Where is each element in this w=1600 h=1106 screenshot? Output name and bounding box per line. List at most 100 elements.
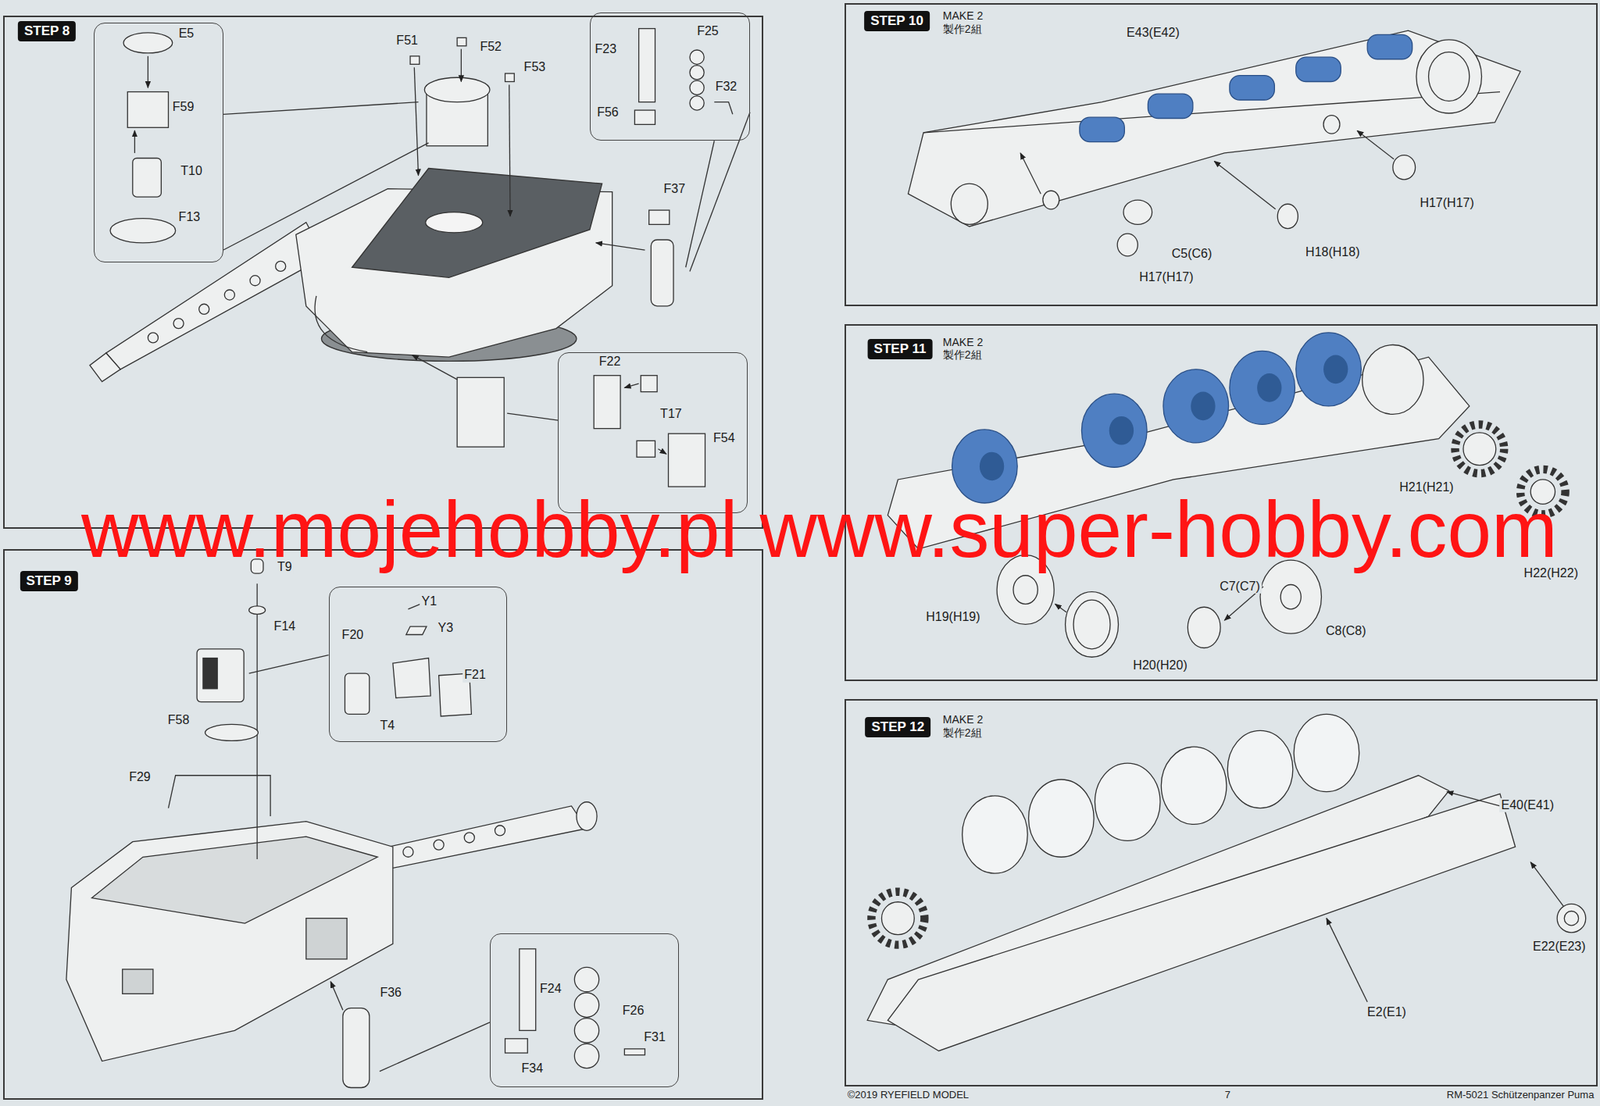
part-number: F54 xyxy=(711,431,737,446)
part-number: F52 xyxy=(478,39,504,54)
part-number: E5 xyxy=(177,25,197,40)
hull-illustration xyxy=(196,649,244,703)
wheel-illustration xyxy=(1163,369,1229,443)
part-number: H17(H17) xyxy=(1417,196,1475,211)
track-frame-illustration xyxy=(887,793,1515,1051)
turret-illustration xyxy=(593,375,621,429)
suspension-illustration xyxy=(950,183,988,225)
turret-illustration xyxy=(173,318,184,329)
part-number: F59 xyxy=(171,99,197,114)
wheel-illustration xyxy=(1362,345,1424,415)
wheel-illustration xyxy=(1055,603,1067,612)
step-panel: STEP 8E5F59T10F13F23F25F32F56F22T17F54 xyxy=(3,15,764,529)
part-number: F21 xyxy=(462,667,488,683)
part-number: Y1 xyxy=(420,594,440,609)
step-badge: STEP 9 xyxy=(20,571,79,592)
footer-text: 7 xyxy=(1225,1089,1231,1101)
step-badge: STEP 11 xyxy=(867,339,933,360)
wheel-illustration xyxy=(1190,392,1215,422)
turret-illustration xyxy=(507,413,558,421)
turret-illustration xyxy=(224,289,235,300)
suspension-illustration xyxy=(907,30,1521,257)
turret-illustration xyxy=(714,102,733,115)
wheel-illustration xyxy=(1065,592,1119,658)
hull-illustration xyxy=(249,655,329,675)
turret-illustration xyxy=(89,353,121,383)
wheel-illustration xyxy=(1280,584,1301,609)
hull-illustration xyxy=(392,658,431,699)
track-frame-illustration xyxy=(1227,730,1293,808)
turret-illustration xyxy=(457,37,467,46)
suspension-illustration xyxy=(1042,190,1060,210)
part-number: E43(E42) xyxy=(1125,25,1182,40)
suspension-illustration xyxy=(1079,34,1413,142)
hull-illustration xyxy=(168,775,272,817)
wheel-illustration xyxy=(1109,416,1134,446)
track-frame-illustration xyxy=(962,796,1029,874)
wheel-illustration xyxy=(1013,575,1038,605)
suspension-illustration xyxy=(1323,115,1340,135)
wheel-illustration xyxy=(1323,355,1348,385)
part-number: F26 xyxy=(621,1003,647,1018)
hull-illustration xyxy=(249,606,266,615)
wheel-illustration xyxy=(979,355,1349,482)
suspension-illustration xyxy=(907,30,1521,227)
part-number: F13 xyxy=(177,209,203,224)
part-number: H19(H19) xyxy=(924,610,982,625)
part-number: F53 xyxy=(522,60,548,75)
wheel-illustration xyxy=(1463,432,1497,466)
hull-illustration xyxy=(306,918,347,960)
turret-illustration xyxy=(414,67,418,175)
wheel-illustration xyxy=(952,332,1362,504)
hull-illustration xyxy=(494,825,505,836)
turret-illustration xyxy=(509,84,511,217)
hull-illustration xyxy=(379,1022,490,1072)
track-frame-illustration xyxy=(1446,792,1500,807)
detail-inset: F23F25F32F56 xyxy=(589,12,750,142)
turret-illustration xyxy=(649,210,670,225)
turret-illustration xyxy=(147,332,158,343)
suspension-illustration xyxy=(1214,160,1275,209)
turret-illustration xyxy=(457,377,504,447)
wheel-illustration xyxy=(1257,373,1282,403)
part-number: F32 xyxy=(714,78,740,93)
turret-illustration xyxy=(199,303,210,315)
turret-illustration xyxy=(134,130,136,154)
part-number: H18(H18) xyxy=(1303,244,1361,259)
turret-illustration xyxy=(412,355,458,380)
part-number: C7(C7) xyxy=(1217,579,1262,594)
hull-illustration xyxy=(342,1008,370,1089)
part-number: F37 xyxy=(662,181,688,196)
turret-illustration xyxy=(624,383,639,388)
turret-illustration xyxy=(106,222,325,370)
part-number: F34 xyxy=(519,1061,545,1076)
suspension-illustration xyxy=(1123,200,1153,225)
part-number: H20(H20) xyxy=(1131,657,1189,672)
suspension-illustration xyxy=(1147,93,1193,118)
turret-illustration xyxy=(639,28,656,103)
track-frame-illustration xyxy=(867,714,1586,1051)
wheel-illustration xyxy=(1260,560,1322,634)
track-frame-illustration xyxy=(1557,903,1586,933)
step-panel: STEP 9Y1Y3F20F21T4F24F26F31F34 xyxy=(3,549,764,1100)
hull-illustration xyxy=(256,583,258,860)
hull-illustration xyxy=(574,1018,599,1043)
turret-illustration xyxy=(689,50,704,65)
step-badge: STEP 12 xyxy=(865,717,932,738)
turret-illustration xyxy=(275,260,286,272)
part-number: F58 xyxy=(166,713,192,728)
suspension-illustration xyxy=(1392,155,1416,180)
hull-illustration xyxy=(574,1043,599,1068)
step-panel: STEP 10MAKE 2 製作2組 xyxy=(844,3,1598,307)
hull-illustration xyxy=(330,982,343,1011)
turret-illustration xyxy=(640,375,658,393)
turret-illustration xyxy=(352,168,603,279)
suspension-illustration xyxy=(923,92,1500,133)
watermark: www.mojehobby.pl www.super-hobby.com xyxy=(81,490,1558,571)
turret-illustration xyxy=(89,28,750,488)
turret-illustration xyxy=(685,140,715,268)
hull-illustration xyxy=(344,673,369,715)
suspension-illustration xyxy=(1416,39,1483,114)
part-number: F36 xyxy=(378,985,404,1000)
